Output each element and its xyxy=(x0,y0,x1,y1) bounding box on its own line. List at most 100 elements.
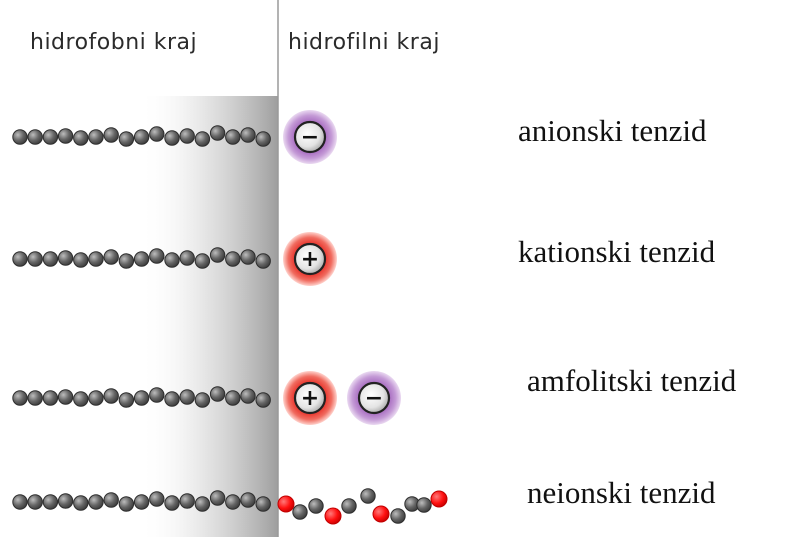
carbon-bead xyxy=(164,391,180,407)
carbon-bead xyxy=(57,493,74,509)
hydrophobic-region xyxy=(140,96,278,537)
carbon-bead xyxy=(103,492,119,508)
hydrophobic-tail xyxy=(12,490,271,512)
carbon-bead xyxy=(103,127,119,143)
carbon-bead xyxy=(164,495,180,511)
carbon-bead xyxy=(240,388,256,404)
plus-icon: + xyxy=(301,247,319,272)
hydrophobic-tail xyxy=(12,386,271,408)
carbon-bead xyxy=(103,388,119,404)
carbon-bead xyxy=(255,131,271,147)
hydrophobic-tail xyxy=(12,247,271,269)
minus-icon: − xyxy=(365,386,383,411)
carbon-bead xyxy=(255,253,271,269)
carbon-bead xyxy=(225,251,241,267)
positive-head-group: + xyxy=(283,371,337,425)
ethoxylate-chain xyxy=(277,488,448,525)
carbon-bead xyxy=(57,128,74,144)
carbon-bead xyxy=(12,251,28,267)
negative-head-group: − xyxy=(347,371,401,425)
carbon-bead xyxy=(73,252,89,268)
carbon-bead xyxy=(27,494,43,510)
carbon-bead xyxy=(12,129,28,145)
hydrophobic-tail xyxy=(12,125,271,147)
negative-head-group: − xyxy=(283,110,337,164)
nonionic-surfactant-label: neionski tenzid xyxy=(527,475,716,510)
carbon-bead xyxy=(42,494,59,510)
carbon-bead xyxy=(240,249,256,265)
anionic-surfactant-label: anionski tenzid xyxy=(518,113,707,148)
carbon-bead xyxy=(73,391,89,407)
oxygen-bead xyxy=(372,505,390,523)
carbon-bead xyxy=(73,130,89,146)
carbon-bead xyxy=(179,493,195,509)
amphoteric-surfactant-label: amfolitski tenzid xyxy=(527,363,737,398)
carbon-bead xyxy=(27,390,43,406)
carbon-bead xyxy=(194,253,211,269)
carbon-bead xyxy=(27,129,43,145)
carbon-bead xyxy=(149,248,165,264)
plus-icon: + xyxy=(301,386,319,411)
carbon-bead xyxy=(57,389,74,405)
positive-head-group: + xyxy=(283,232,337,286)
carbon-bead xyxy=(209,490,226,506)
carbon-bead xyxy=(149,491,165,507)
carbon-bead xyxy=(240,492,256,508)
carbon-bead xyxy=(255,392,271,408)
carbon-bead xyxy=(164,252,180,268)
carbon-bead xyxy=(225,390,241,406)
oxygen-bead xyxy=(277,495,295,513)
carbon-bead xyxy=(27,251,43,267)
carbon-bead xyxy=(179,128,195,144)
carbon-bead xyxy=(149,387,165,403)
carbon-bead xyxy=(416,497,432,513)
carbon-bead xyxy=(194,392,211,408)
carbon-bead xyxy=(103,249,119,265)
carbon-bead xyxy=(209,247,226,263)
carbon-bead xyxy=(225,494,241,510)
carbon-bead xyxy=(133,390,150,406)
carbon-bead xyxy=(133,251,150,267)
carbon-bead xyxy=(118,392,135,408)
carbon-bead xyxy=(88,494,104,510)
carbon-bead xyxy=(12,390,28,406)
carbon-bead xyxy=(42,129,59,145)
carbon-bead xyxy=(42,251,59,267)
hydrophilic-end-label: hidrofilni kraj xyxy=(288,30,440,55)
carbon-bead xyxy=(149,126,165,142)
minus-icon: − xyxy=(301,125,319,150)
carbon-bead xyxy=(88,251,104,267)
carbon-bead xyxy=(42,390,59,406)
hydrophobic-end-label: hidrofobni kraj xyxy=(30,30,198,55)
oxygen-bead xyxy=(430,490,448,508)
carbon-bead xyxy=(88,129,104,145)
carbon-bead xyxy=(194,131,211,147)
carbon-bead xyxy=(57,250,74,266)
carbon-bead xyxy=(308,498,324,514)
carbon-bead xyxy=(209,386,226,402)
carbon-bead xyxy=(360,488,376,504)
carbon-bead xyxy=(255,496,271,512)
carbon-bead xyxy=(118,496,135,512)
carbon-bead xyxy=(179,250,195,266)
carbon-bead xyxy=(225,129,241,145)
carbon-bead xyxy=(164,130,180,146)
carbon-bead xyxy=(341,498,357,514)
carbon-bead xyxy=(209,125,226,141)
carbon-bead xyxy=(240,127,256,143)
carbon-bead xyxy=(390,508,406,524)
carbon-bead xyxy=(179,389,195,405)
carbon-bead xyxy=(118,131,135,147)
carbon-bead xyxy=(133,129,150,145)
carbon-bead xyxy=(292,504,308,520)
cationic-surfactant-label: kationski tenzid xyxy=(518,234,716,269)
carbon-bead xyxy=(88,390,104,406)
carbon-bead xyxy=(12,494,28,510)
molecules: − + + − xyxy=(12,110,448,525)
carbon-bead xyxy=(73,495,89,511)
carbon-bead xyxy=(133,494,150,510)
carbon-bead xyxy=(118,253,135,269)
oxygen-bead xyxy=(324,507,342,525)
carbon-bead xyxy=(194,496,211,512)
